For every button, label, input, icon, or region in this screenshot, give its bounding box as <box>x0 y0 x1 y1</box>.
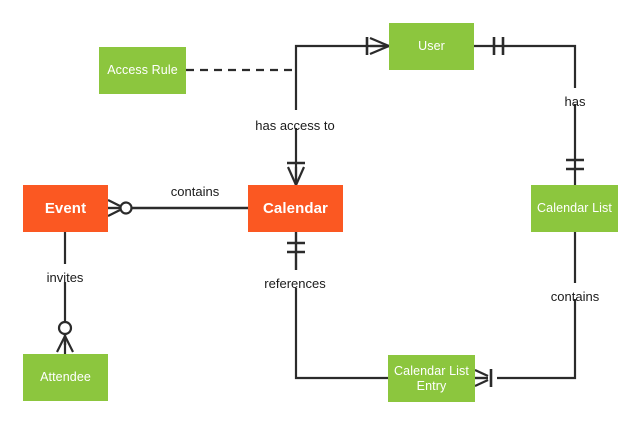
tick-calendar-bottom <box>287 232 305 270</box>
crowfoot-event-right <box>107 199 133 217</box>
edge-references-path <box>294 288 388 380</box>
crowfoot-attendee-top <box>56 320 74 354</box>
entity-user[interactable]: User <box>389 23 474 70</box>
entity-attendee-label: Attendee <box>40 370 91 384</box>
edge-label-has: has <box>564 94 586 109</box>
entity-attendee[interactable]: Attendee <box>23 354 108 401</box>
entity-calendar-label: Calendar <box>263 200 328 217</box>
entity-calendar-list-entry[interactable]: Calendar List Entry <box>388 355 475 402</box>
entity-event-label: Event <box>44 200 87 217</box>
edge-label-references: references <box>264 276 326 291</box>
entity-calendar-list-label: Calendar List <box>537 201 612 215</box>
entity-event[interactable]: Event <box>23 185 108 232</box>
edge-label-contains-event-calendar: contains <box>170 184 220 199</box>
entity-calendar-list-entry-label-line1: Calendar List <box>394 363 469 378</box>
entity-calendar-list-entry-label: Calendar List Entry <box>394 364 469 394</box>
entity-calendar[interactable]: Calendar <box>248 185 343 232</box>
edge-label-has-access-to: has access to <box>255 118 335 133</box>
crowfoot-user-left <box>365 36 390 56</box>
entity-access-rule[interactable]: Access Rule <box>99 47 186 94</box>
entity-calendar-list[interactable]: Calendar List <box>531 185 618 232</box>
crowfoot-calendar-list-entry-right <box>474 369 493 387</box>
edge-label-invites: invites <box>46 270 84 285</box>
entity-calendar-list-entry-label-line2: Entry <box>416 378 447 393</box>
edge-contains-list-path-lower <box>497 299 577 380</box>
entity-access-rule-label: Access Rule <box>107 63 178 77</box>
edge-has-path <box>474 44 577 88</box>
entity-user-label: User <box>418 39 445 53</box>
edge-has-access-to-path <box>294 44 389 110</box>
tick-calendar-list-top <box>566 158 584 171</box>
edge-label-contains-list-entry: contains <box>550 289 600 304</box>
crowfoot-calendar-top <box>286 161 306 186</box>
